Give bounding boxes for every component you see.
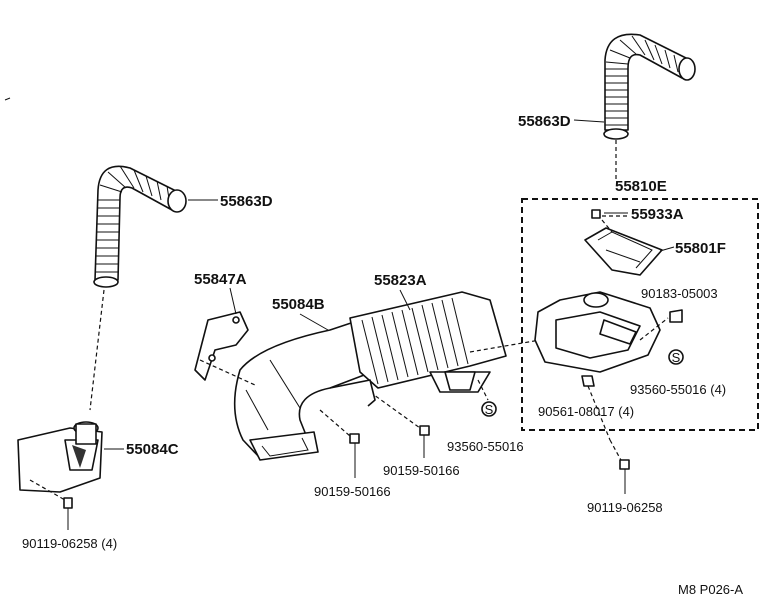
bolt-center-b-drawing: [349, 433, 360, 478]
label-bolt-case: 90561-08017 (4): [538, 404, 634, 419]
label-bracket: 55847A: [194, 271, 247, 288]
svg-text:S: S: [485, 402, 494, 417]
label-cover: 55801F: [675, 240, 726, 257]
label-screw-top: 55933A: [631, 206, 684, 223]
stray-mark: [4, 97, 11, 101]
label-connector-left: 55084C: [126, 441, 179, 458]
screw-top-drawing: [591, 209, 601, 219]
footer-code: M8 P026-A: [678, 582, 743, 597]
label-nut-center: 93560-55016: [447, 439, 524, 454]
label-duct: 55084B: [272, 296, 325, 313]
bracket-drawing: [194, 311, 249, 381]
clip-right-drawing: [669, 309, 683, 323]
label-hose-right: 55863D: [518, 113, 571, 130]
duct-bracket-drawing: [329, 379, 376, 407]
label-filter: 55823A: [374, 272, 427, 289]
filter-drawing: [349, 291, 507, 393]
label-bolt-left: 90119-06258 (4): [22, 536, 117, 551]
label-nut-right: 93560-55016 (4): [630, 382, 726, 397]
svg-text:S: S: [672, 350, 681, 365]
bolt-case-drawing: [581, 375, 595, 387]
nut-center-drawing: S: [481, 401, 497, 417]
cover-drawing: [584, 227, 663, 276]
hose-right-drawing: [603, 33, 696, 140]
label-hose-left: 55863D: [220, 193, 273, 210]
leader-lines: [104, 119, 675, 450]
label-clip-right: 90183-05003: [641, 286, 718, 301]
bolt-left-drawing: [63, 497, 73, 530]
connector-left-drawing: [17, 421, 103, 493]
label-cleaner-assy: 55810E: [615, 178, 667, 195]
cleaner-case-drawing: [534, 291, 661, 373]
cleaner-assy-frame: [521, 198, 759, 431]
hose-left-drawing: [93, 165, 187, 288]
label-bolt-center-a: 90159-50166: [383, 463, 460, 478]
bolt-right-bottom-drawing: [619, 459, 630, 494]
nut-right-drawing: S: [668, 349, 684, 365]
label-bolt-center-b: 90159-50166: [314, 484, 391, 499]
label-bolt-right-bottom: 90119-06258: [587, 500, 663, 515]
bolt-center-a-drawing: [419, 425, 430, 458]
duct-drawing: [233, 319, 373, 461]
